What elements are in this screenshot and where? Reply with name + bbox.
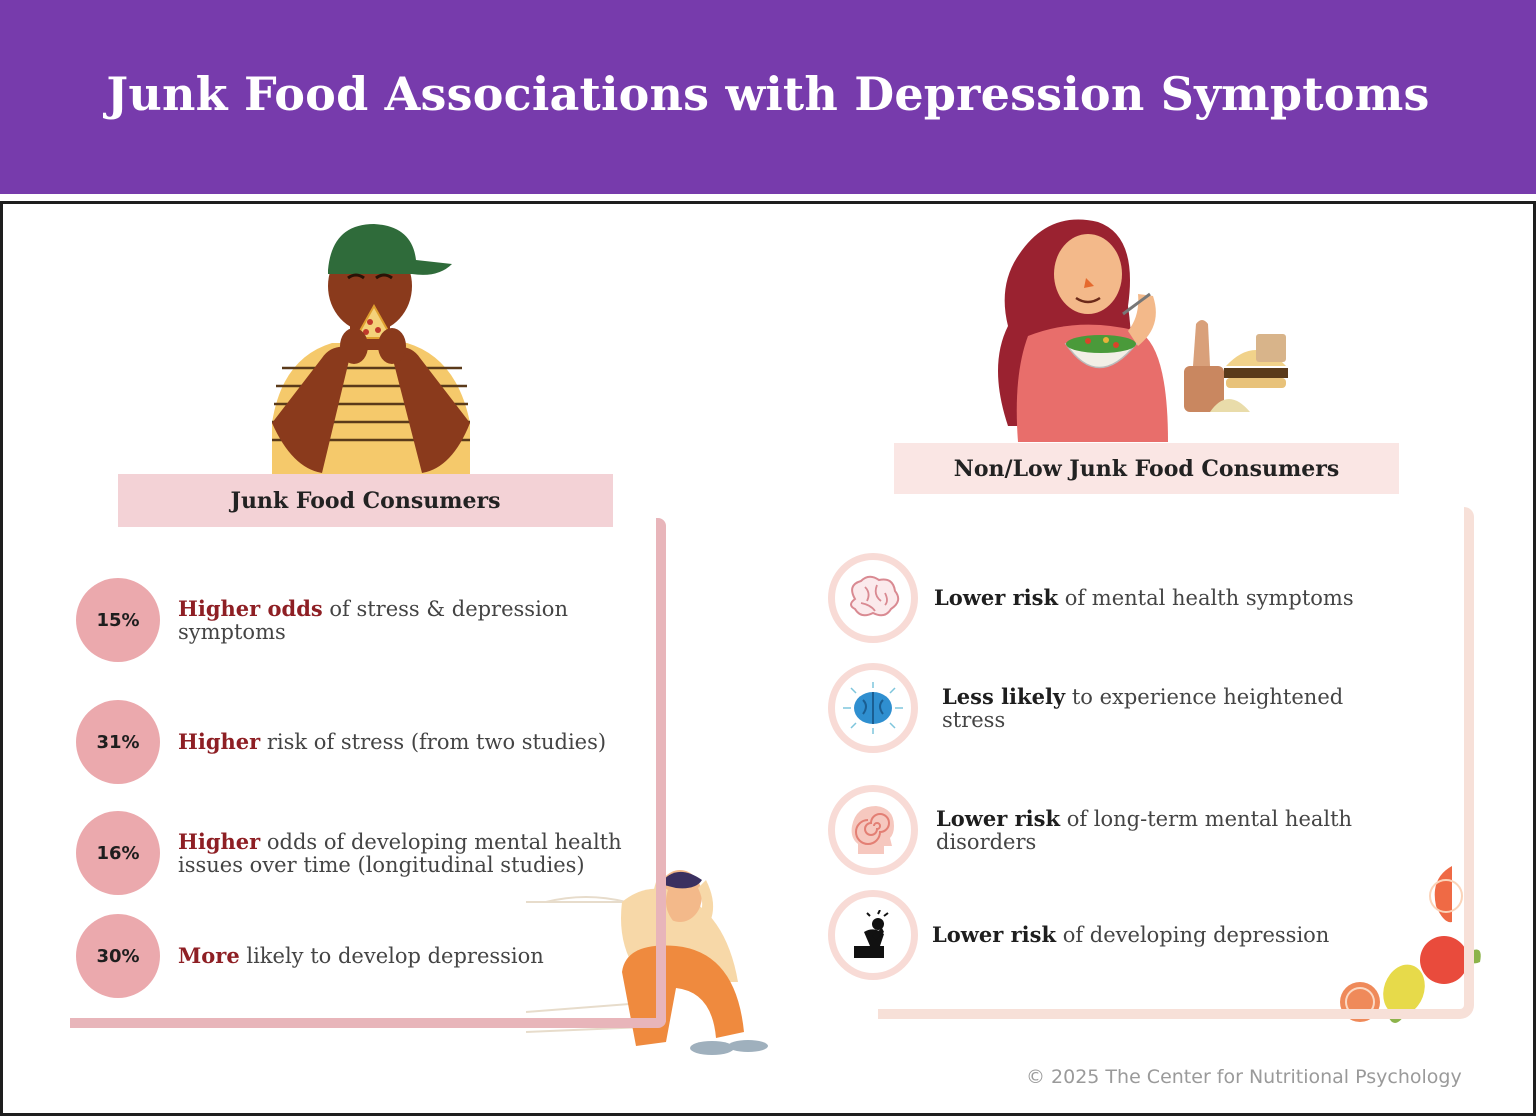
stat-percent-badge: 15% xyxy=(76,578,160,662)
stat-description: More likely to develop depression xyxy=(178,943,544,968)
depressed-person-icon xyxy=(854,910,889,958)
stat-description: Higher risk of stress (from two studies) xyxy=(178,729,607,754)
stat-row-stress-risk: 31% Higher risk of stress (from two stud… xyxy=(76,700,638,784)
stat-description: Higher odds of developing mental health … xyxy=(178,828,622,877)
stat-percent-badge: 30% xyxy=(76,914,160,998)
brain-icon xyxy=(850,575,900,617)
benefit-row-depression: Lower risk of developing depression xyxy=(828,890,1392,980)
non-low-junk-food-consumers-label: Non/Low Junk Food Consumers xyxy=(894,443,1399,494)
stat-percent-badge: 16% xyxy=(76,811,160,895)
stat-row-depression: 30% More likely to develop depression xyxy=(76,914,618,998)
benefit-description: Less likely to experience heightened str… xyxy=(942,683,1344,732)
benefit-row-stress: Less likely to experience heightened str… xyxy=(828,663,1402,753)
junk-food-consumers-label: Junk Food Consumers xyxy=(118,474,613,527)
header-banner: Junk Food Associations with Depression S… xyxy=(0,0,1536,194)
page-title: Junk Food Associations with Depression S… xyxy=(106,67,1430,121)
benefit-description: Lower risk of developing depression xyxy=(932,922,1330,947)
junk-food-card xyxy=(70,518,666,1028)
benefit-description: Lower risk of long-term mental health di… xyxy=(936,805,1353,854)
stat-row-longitudinal: 16% Higher odds of developing mental hea… xyxy=(76,811,623,895)
stat-description: Higher odds of stress & depression sympt… xyxy=(178,595,568,644)
copyright-footer: © 2025 The Center for Nutritional Psycho… xyxy=(1026,1066,1462,1088)
non-junk-food-card xyxy=(878,507,1474,1019)
benefit-row-mental-health: Lower risk of mental health symptoms xyxy=(828,553,1394,643)
stat-percent-badge: 31% xyxy=(76,700,160,784)
benefit-row-long-term: Lower risk of long-term mental health di… xyxy=(828,785,1396,875)
stat-row-stress-depression: 15% Higher odds of stress & depression s… xyxy=(76,578,618,662)
head-spiral-icon xyxy=(851,806,894,854)
calm-brain-icon xyxy=(843,682,903,734)
benefit-description: Lower risk of mental health symptoms xyxy=(934,585,1354,610)
boy-eating-pizza-illustration xyxy=(272,224,470,480)
girl-eating-salad-illustration xyxy=(998,219,1288,442)
